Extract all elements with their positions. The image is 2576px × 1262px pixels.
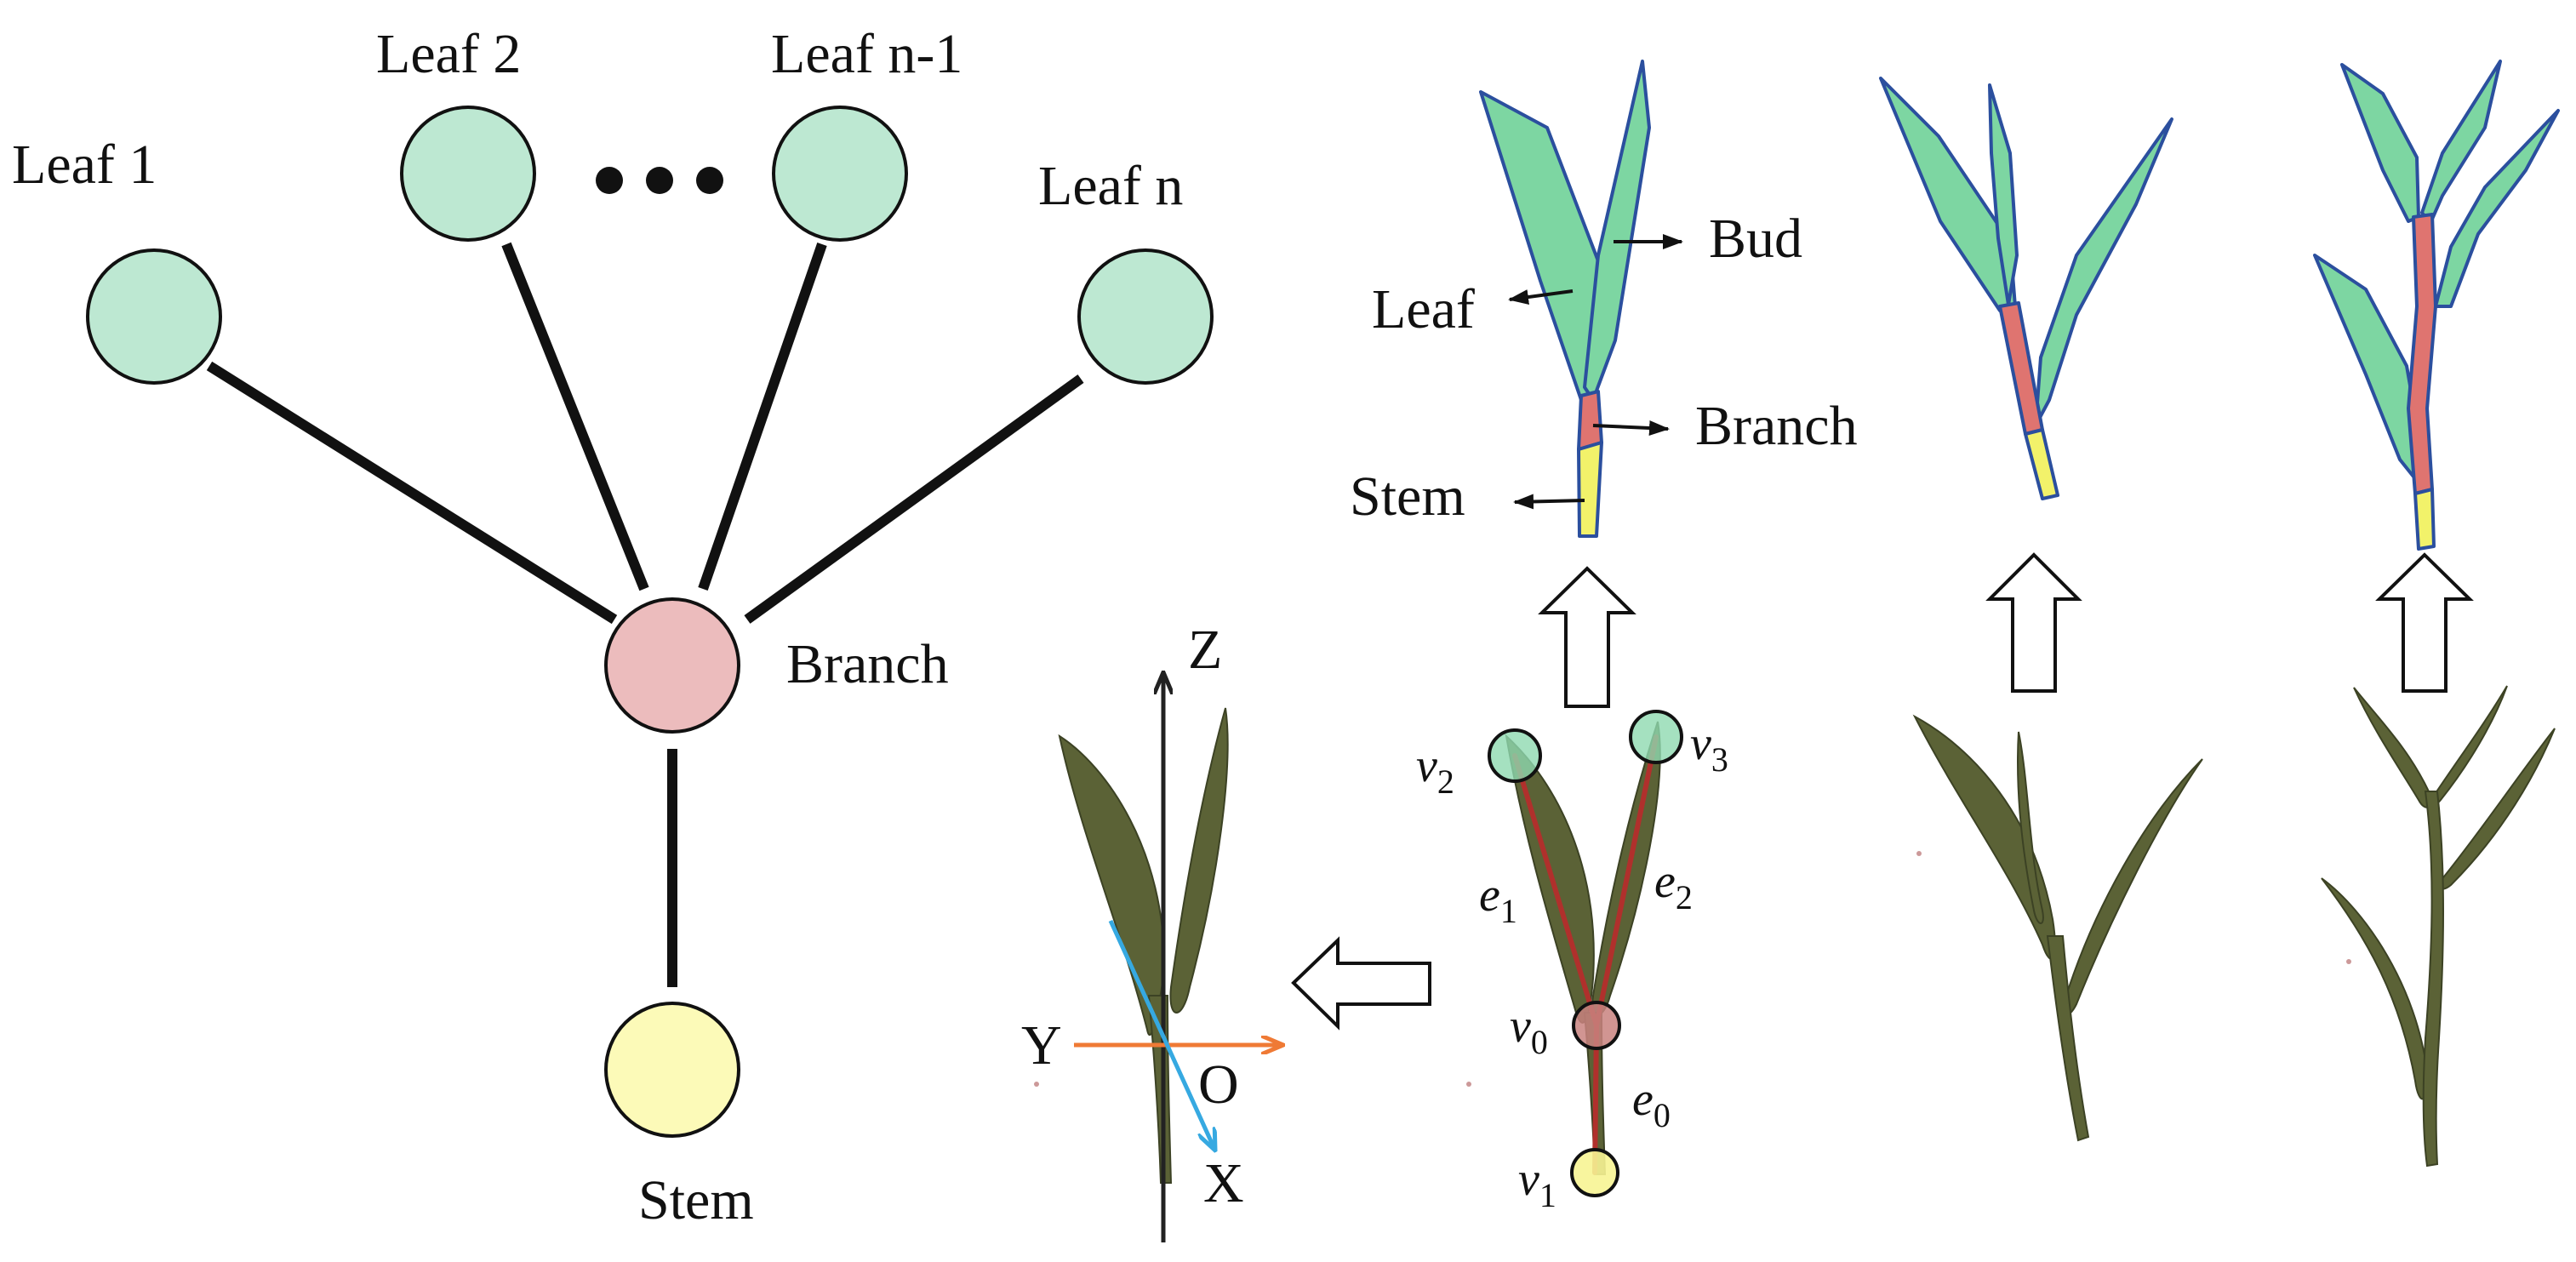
v1-label: v1: [1518, 1153, 1556, 1214]
ellipsis-dot: [646, 167, 673, 194]
tea-leaf: [2353, 687, 2431, 808]
stem-annotation: Stem: [1350, 465, 1465, 528]
branch-node: [604, 597, 740, 734]
stem-node: [604, 1002, 740, 1138]
branch-pointer: [1592, 420, 1670, 436]
graph-edges: [206, 242, 1084, 987]
node-v0: [1572, 1001, 1621, 1050]
tea-shoot-photo-2: [1912, 714, 2203, 1142]
e1-label: e1: [1479, 869, 1517, 930]
e2-label: e2: [1654, 855, 1693, 917]
node-v3: [1629, 710, 1683, 764]
z-axis-label: Z: [1188, 619, 1222, 681]
up-arrow-icon: [1538, 566, 1636, 708]
branch-segment: [1998, 301, 2044, 436]
leaf-n-1-label: Leaf n-1: [771, 23, 962, 85]
leaf-annotation: Leaf: [1372, 278, 1475, 340]
origin-label: O: [1198, 1054, 1239, 1116]
leaf-pointer: [1508, 289, 1574, 305]
stem-segment: [2024, 428, 2059, 500]
edge-branch-leaf-n: [744, 374, 1084, 624]
edge-e2: [1594, 734, 1659, 1028]
segmented-shoot-3: [2313, 60, 2560, 551]
branch-segment: [1577, 390, 1603, 451]
speck: [1916, 851, 1922, 856]
branch-segment: [2407, 213, 2437, 495]
tea-shoot-photo-3: [2321, 685, 2556, 1168]
tea-bud: [2431, 685, 2508, 806]
x-axis-label: X: [1203, 1152, 1244, 1214]
stem-segment: [2413, 488, 2436, 551]
skeleton-nodes: [1488, 710, 1683, 1197]
bud-segment: [1583, 60, 1651, 402]
leaf-1-label: Leaf 1: [12, 134, 157, 196]
v2-label: v2: [1416, 739, 1454, 801]
up-arrow-icon: [2375, 552, 2474, 693]
stem-segment: [1577, 441, 1603, 538]
leaf-n-1-node: [772, 106, 908, 242]
v3-label: v3: [1690, 717, 1728, 779]
leaf-2-label: Leaf 2: [376, 23, 521, 85]
tea-stem: [2046, 935, 2090, 1142]
tea-leaf: [2063, 758, 2203, 1016]
edge-branch-leaf-n-1: [698, 243, 827, 591]
edge-branch-leaf-1: [206, 361, 618, 625]
leaf-segment: [2034, 117, 2173, 427]
edge-e1: [1512, 753, 1599, 1028]
speck: [2346, 959, 2351, 964]
edge-branch-leaf-2: [501, 242, 649, 591]
tea-leaf: [2438, 728, 2556, 890]
ellipsis-dots: [596, 167, 723, 194]
ellipsis-dot: [596, 167, 623, 194]
branch-annotation: Branch: [1695, 395, 1858, 457]
skeleton-shoot: v2 v3 e1 e2 v0 e0 v1: [1416, 710, 1728, 1214]
coordinate-system: Z Y X O: [1021, 619, 1283, 1242]
tea-leaf: [1912, 714, 2056, 960]
tea-bud: [1169, 707, 1229, 1014]
speck: [1034, 1082, 1039, 1087]
leaf-n-label: Leaf n: [1038, 155, 1183, 217]
tea-stem: [1147, 995, 1173, 1184]
branch-label: Branch: [786, 633, 949, 695]
stem-pointer: [1513, 494, 1585, 510]
bud-annotation: Bud: [1709, 208, 1802, 270]
e0-label: e0: [1632, 1073, 1671, 1134]
tea-bud: [2016, 731, 2044, 924]
segmented-shoot-2: [1879, 77, 2173, 500]
tea-stem: [2422, 791, 2444, 1168]
topology-graph: Leaf 1 Leaf 2 Leaf n-1 Leaf n Branch Ste…: [12, 23, 1214, 1231]
up-arrow-icon: [1985, 552, 2082, 693]
up-arrows: [1538, 552, 2474, 708]
stem-label: Stem: [638, 1169, 754, 1231]
leaf-segment: [2340, 63, 2420, 223]
v0-label: v0: [1510, 1000, 1548, 1061]
tea-leaf: [1058, 734, 1166, 1036]
node-v1: [1570, 1148, 1619, 1197]
segmented-shoot-1: Leaf Bud Branch Stem: [1350, 60, 1858, 538]
tea-leaf: [2321, 877, 2429, 1100]
leaf-segment: [1479, 90, 1602, 402]
node-v2: [1488, 728, 1542, 783]
graph-nodes: [86, 106, 1214, 1138]
leaf-2-node: [400, 106, 536, 242]
leaf-1-node: [86, 248, 222, 385]
y-axis-label: Y: [1021, 1014, 1062, 1076]
left-arrow-icon: [1291, 936, 1431, 1031]
leaf-n-node: [1077, 248, 1214, 385]
annotation-pointers: [1508, 234, 1683, 510]
leaf-segment: [2434, 109, 2560, 308]
x-axis: [1108, 919, 1215, 1151]
speck: [1466, 1082, 1471, 1087]
leaf-segment: [2313, 254, 2420, 478]
ellipsis-dot: [696, 167, 723, 194]
